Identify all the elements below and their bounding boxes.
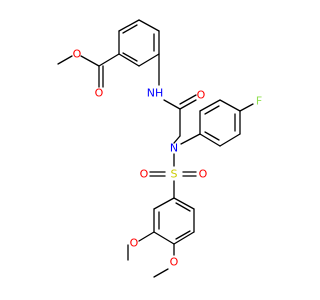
amide-linkage	[158, 53, 197, 144]
atom-o-methoxy-upper: O	[130, 237, 139, 250]
atom-o-methoxy-lower: O	[170, 256, 179, 269]
atom-n-sulfonamide: N	[170, 142, 178, 155]
benzoate-ring	[118, 19, 160, 67]
fluorophenyl-ring	[199, 99, 254, 147]
atom-o-sulfonyl-right: O	[199, 168, 208, 181]
dimethoxyphenyl-ring	[153, 197, 195, 245]
atom-f: F	[256, 95, 262, 108]
atom-labels: O O NH O N F S O O O O	[73, 48, 263, 269]
sulfonamide-bonds	[173, 133, 201, 167]
atom-o-sulfonyl-left: O	[140, 168, 149, 181]
atom-s: S	[171, 168, 178, 181]
molecule-drawing: O O NH O N F S O O O O	[57, 19, 263, 278]
atom-o-amide: O	[197, 89, 206, 102]
structure-canvas: O O NH O N F S O O O O	[57, 19, 263, 278]
methyl-ester	[57, 53, 120, 88]
atom-nh-amide: NH	[147, 87, 164, 100]
atom-o-ester-carbonyl: O	[95, 87, 104, 100]
sulfonyl-group	[149, 171, 197, 199]
atom-o-ester-ether: O	[73, 48, 82, 61]
methoxy-groups	[127, 231, 175, 278]
